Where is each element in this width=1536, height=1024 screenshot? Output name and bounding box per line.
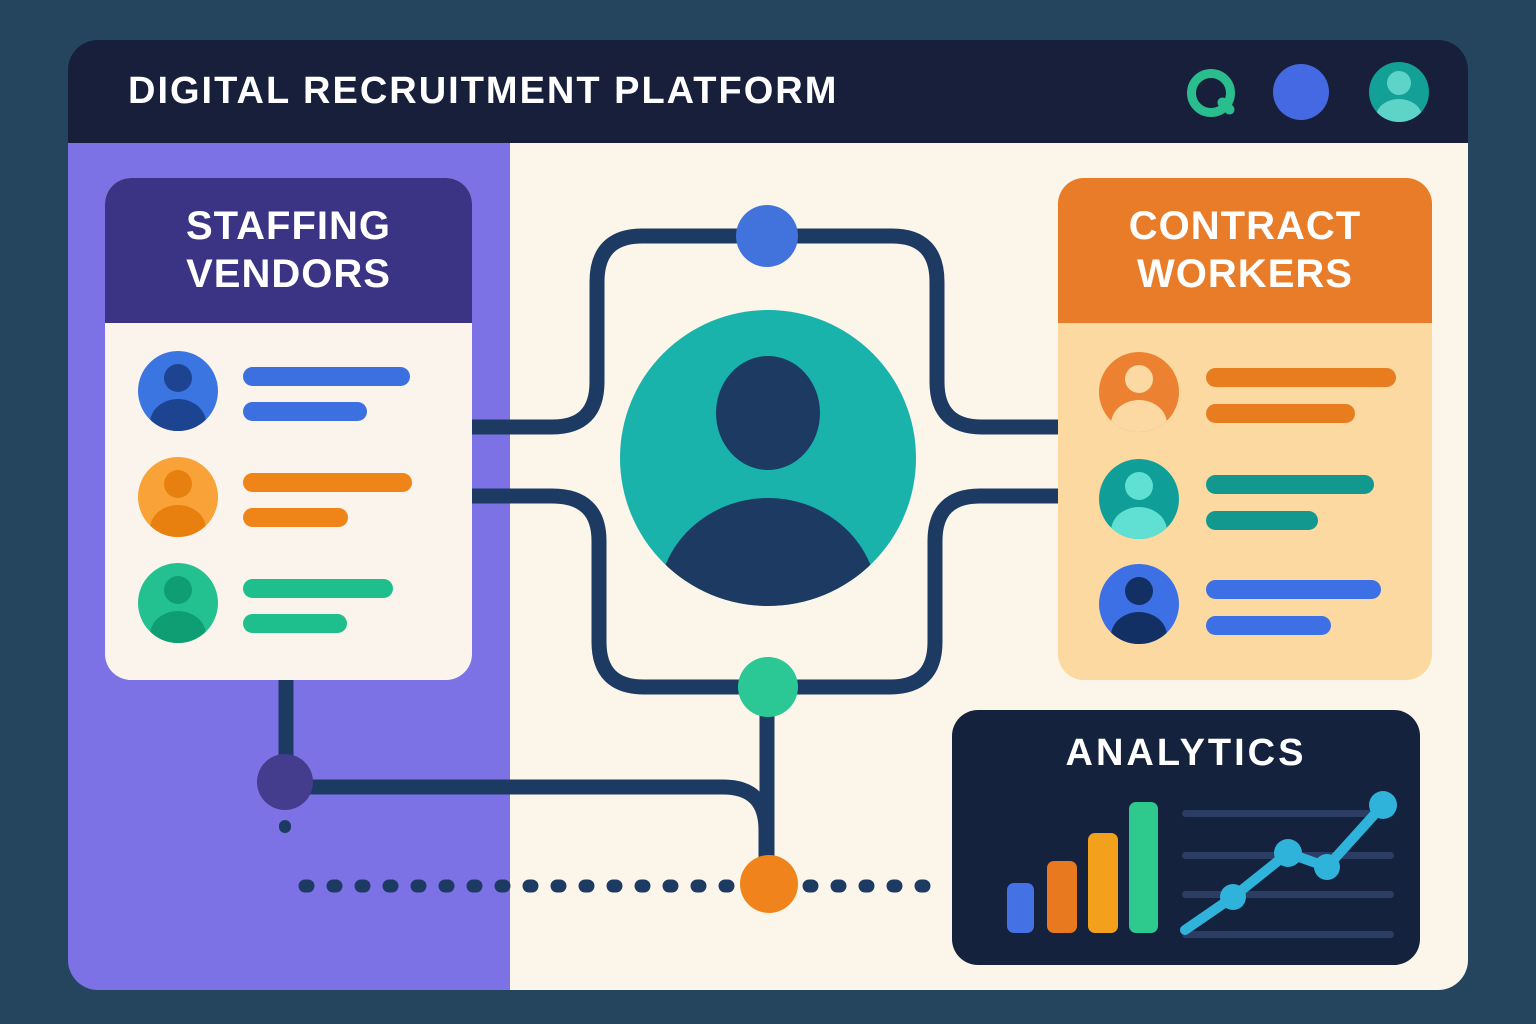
chart-gridline xyxy=(1182,810,1394,817)
avatar-body xyxy=(1111,400,1167,432)
window-header: DIGITAL RECRUITMENT PLATFORM xyxy=(68,40,1468,143)
bar-chart-bar-4 xyxy=(1129,802,1158,933)
text-placeholder-bar xyxy=(243,367,410,386)
text-placeholder-bar xyxy=(243,473,412,492)
node-dot-blue xyxy=(736,205,798,267)
text-placeholder-bar xyxy=(1206,475,1374,494)
page-title: DIGITAL RECRUITMENT PLATFORM xyxy=(128,70,839,112)
avatar-head xyxy=(1125,365,1153,393)
contract-workers-card: CONTRACT WORKERS xyxy=(1058,178,1432,680)
node-dot-orange xyxy=(740,855,798,913)
platform-hub-avatar xyxy=(620,310,916,606)
node-dot-green xyxy=(738,657,798,717)
avatar-head xyxy=(1125,577,1153,605)
person-avatar-icon xyxy=(1099,459,1179,539)
bar-chart-bar-3 xyxy=(1088,833,1118,933)
trend-point xyxy=(1220,884,1246,910)
avatar-body xyxy=(150,399,206,431)
text-placeholder-bar xyxy=(1206,616,1331,635)
chart-gridline xyxy=(1182,931,1394,938)
text-placeholder-bar xyxy=(1206,580,1381,599)
contract-title-line2: WORKERS xyxy=(1137,251,1353,296)
user-avatar[interactable] xyxy=(1369,61,1429,122)
avatar-head xyxy=(164,470,192,498)
staffing-card-title: STAFFING VENDORS xyxy=(105,203,472,297)
person-avatar-icon xyxy=(138,457,218,537)
avatar-body xyxy=(150,611,206,643)
trend-point xyxy=(1274,839,1302,867)
avatar-body xyxy=(1111,507,1167,539)
person-avatar-icon xyxy=(138,351,218,431)
staffing-card-header: STAFFING VENDORS xyxy=(105,178,472,323)
hub-person-head xyxy=(716,356,820,470)
avatar-body xyxy=(150,505,206,537)
contract-card-header: CONTRACT WORKERS xyxy=(1058,178,1432,323)
person-avatar-icon xyxy=(138,563,218,643)
staffing-title-line2: VENDORS xyxy=(186,251,391,296)
avatar-head xyxy=(164,364,192,392)
analytics-title: ANALYTICS xyxy=(1065,732,1307,774)
text-placeholder-bar xyxy=(243,614,347,633)
staffing-title-line1: STAFFING xyxy=(185,204,391,249)
notification-dot[interactable] xyxy=(1273,63,1329,120)
bar-chart-bar-2 xyxy=(1047,861,1077,933)
chart-gridline xyxy=(1182,891,1394,898)
avatar-head xyxy=(1387,70,1411,95)
text-placeholder-bar xyxy=(243,508,348,527)
trend-line-chart xyxy=(1180,791,1397,935)
text-placeholder-bar xyxy=(1206,368,1396,387)
search-icon[interactable] xyxy=(1187,68,1237,117)
text-placeholder-bar xyxy=(1206,511,1318,530)
trend-point xyxy=(1314,854,1340,880)
text-placeholder-bar xyxy=(243,579,393,598)
trend-line xyxy=(1180,800,1388,935)
avatar-body xyxy=(1376,98,1422,122)
person-avatar-icon xyxy=(1099,564,1179,644)
text-placeholder-bar xyxy=(243,402,367,421)
analytics-card: ANALYTICS xyxy=(952,710,1420,965)
contract-title-line1: CONTRACT xyxy=(1128,204,1362,249)
person-avatar-icon xyxy=(1099,352,1179,432)
bar-chart-bar-1 xyxy=(1007,883,1034,933)
avatar-head xyxy=(1125,472,1153,500)
text-placeholder-bar xyxy=(1206,404,1355,423)
header-icons xyxy=(1187,40,1429,143)
avatar-head xyxy=(164,576,192,604)
avatar-body xyxy=(1111,612,1167,644)
trend-point xyxy=(1369,791,1397,819)
staffing-vendors-card: STAFFING VENDORS xyxy=(105,178,472,680)
hub-person-body xyxy=(658,498,878,606)
contract-card-title: CONTRACT WORKERS xyxy=(1058,203,1432,297)
node-dot-purple xyxy=(257,754,313,810)
search-ring xyxy=(1187,68,1235,117)
